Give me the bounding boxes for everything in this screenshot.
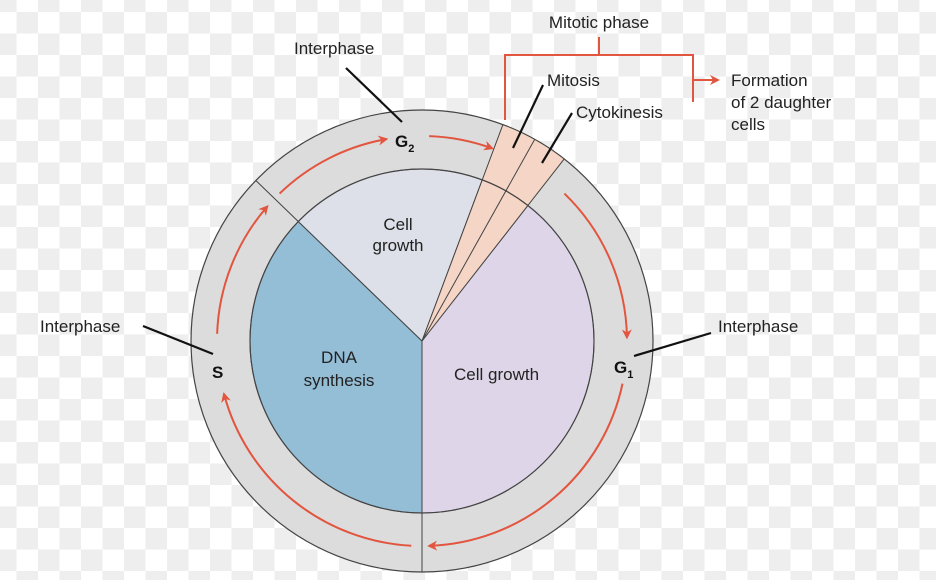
leader-lines [142, 67, 712, 358]
ring-divider-upper-left [255, 180, 299, 222]
cycle-arrow [429, 135, 494, 151]
cycle-arrow [216, 204, 269, 334]
interphase-left-label: Interphase [40, 317, 120, 336]
mitotic-phase-label: Mitotic phase [549, 13, 649, 32]
phase-g1-label: G1 [614, 358, 633, 381]
cytokinesis-label: Cytokinesis [576, 103, 663, 122]
cycle-arrow [563, 192, 632, 340]
phase-g2-label: G2 [395, 132, 414, 155]
mitotic-phase-bracket [504, 37, 720, 120]
phase-s-label: S [212, 363, 223, 382]
g1-sector-text: Cell growth [454, 365, 539, 384]
mitosis-cytokinesis-divider [421, 139, 536, 342]
leader-cytokinesis [541, 112, 573, 164]
cycle-arrow [278, 135, 389, 195]
interphase-right-label: Interphase [718, 317, 798, 336]
interphase-top-label: Interphase [294, 39, 374, 58]
cycle-arrow [221, 392, 412, 547]
cycle-arrow [427, 383, 624, 551]
leader-interphase-top [345, 67, 403, 123]
mitosis-label: Mitosis [547, 71, 600, 90]
leader-interphase-left [142, 324, 214, 356]
leader-mitosis [512, 84, 544, 149]
cycle-arrows [216, 135, 632, 551]
leader-interphase-right [633, 331, 712, 358]
